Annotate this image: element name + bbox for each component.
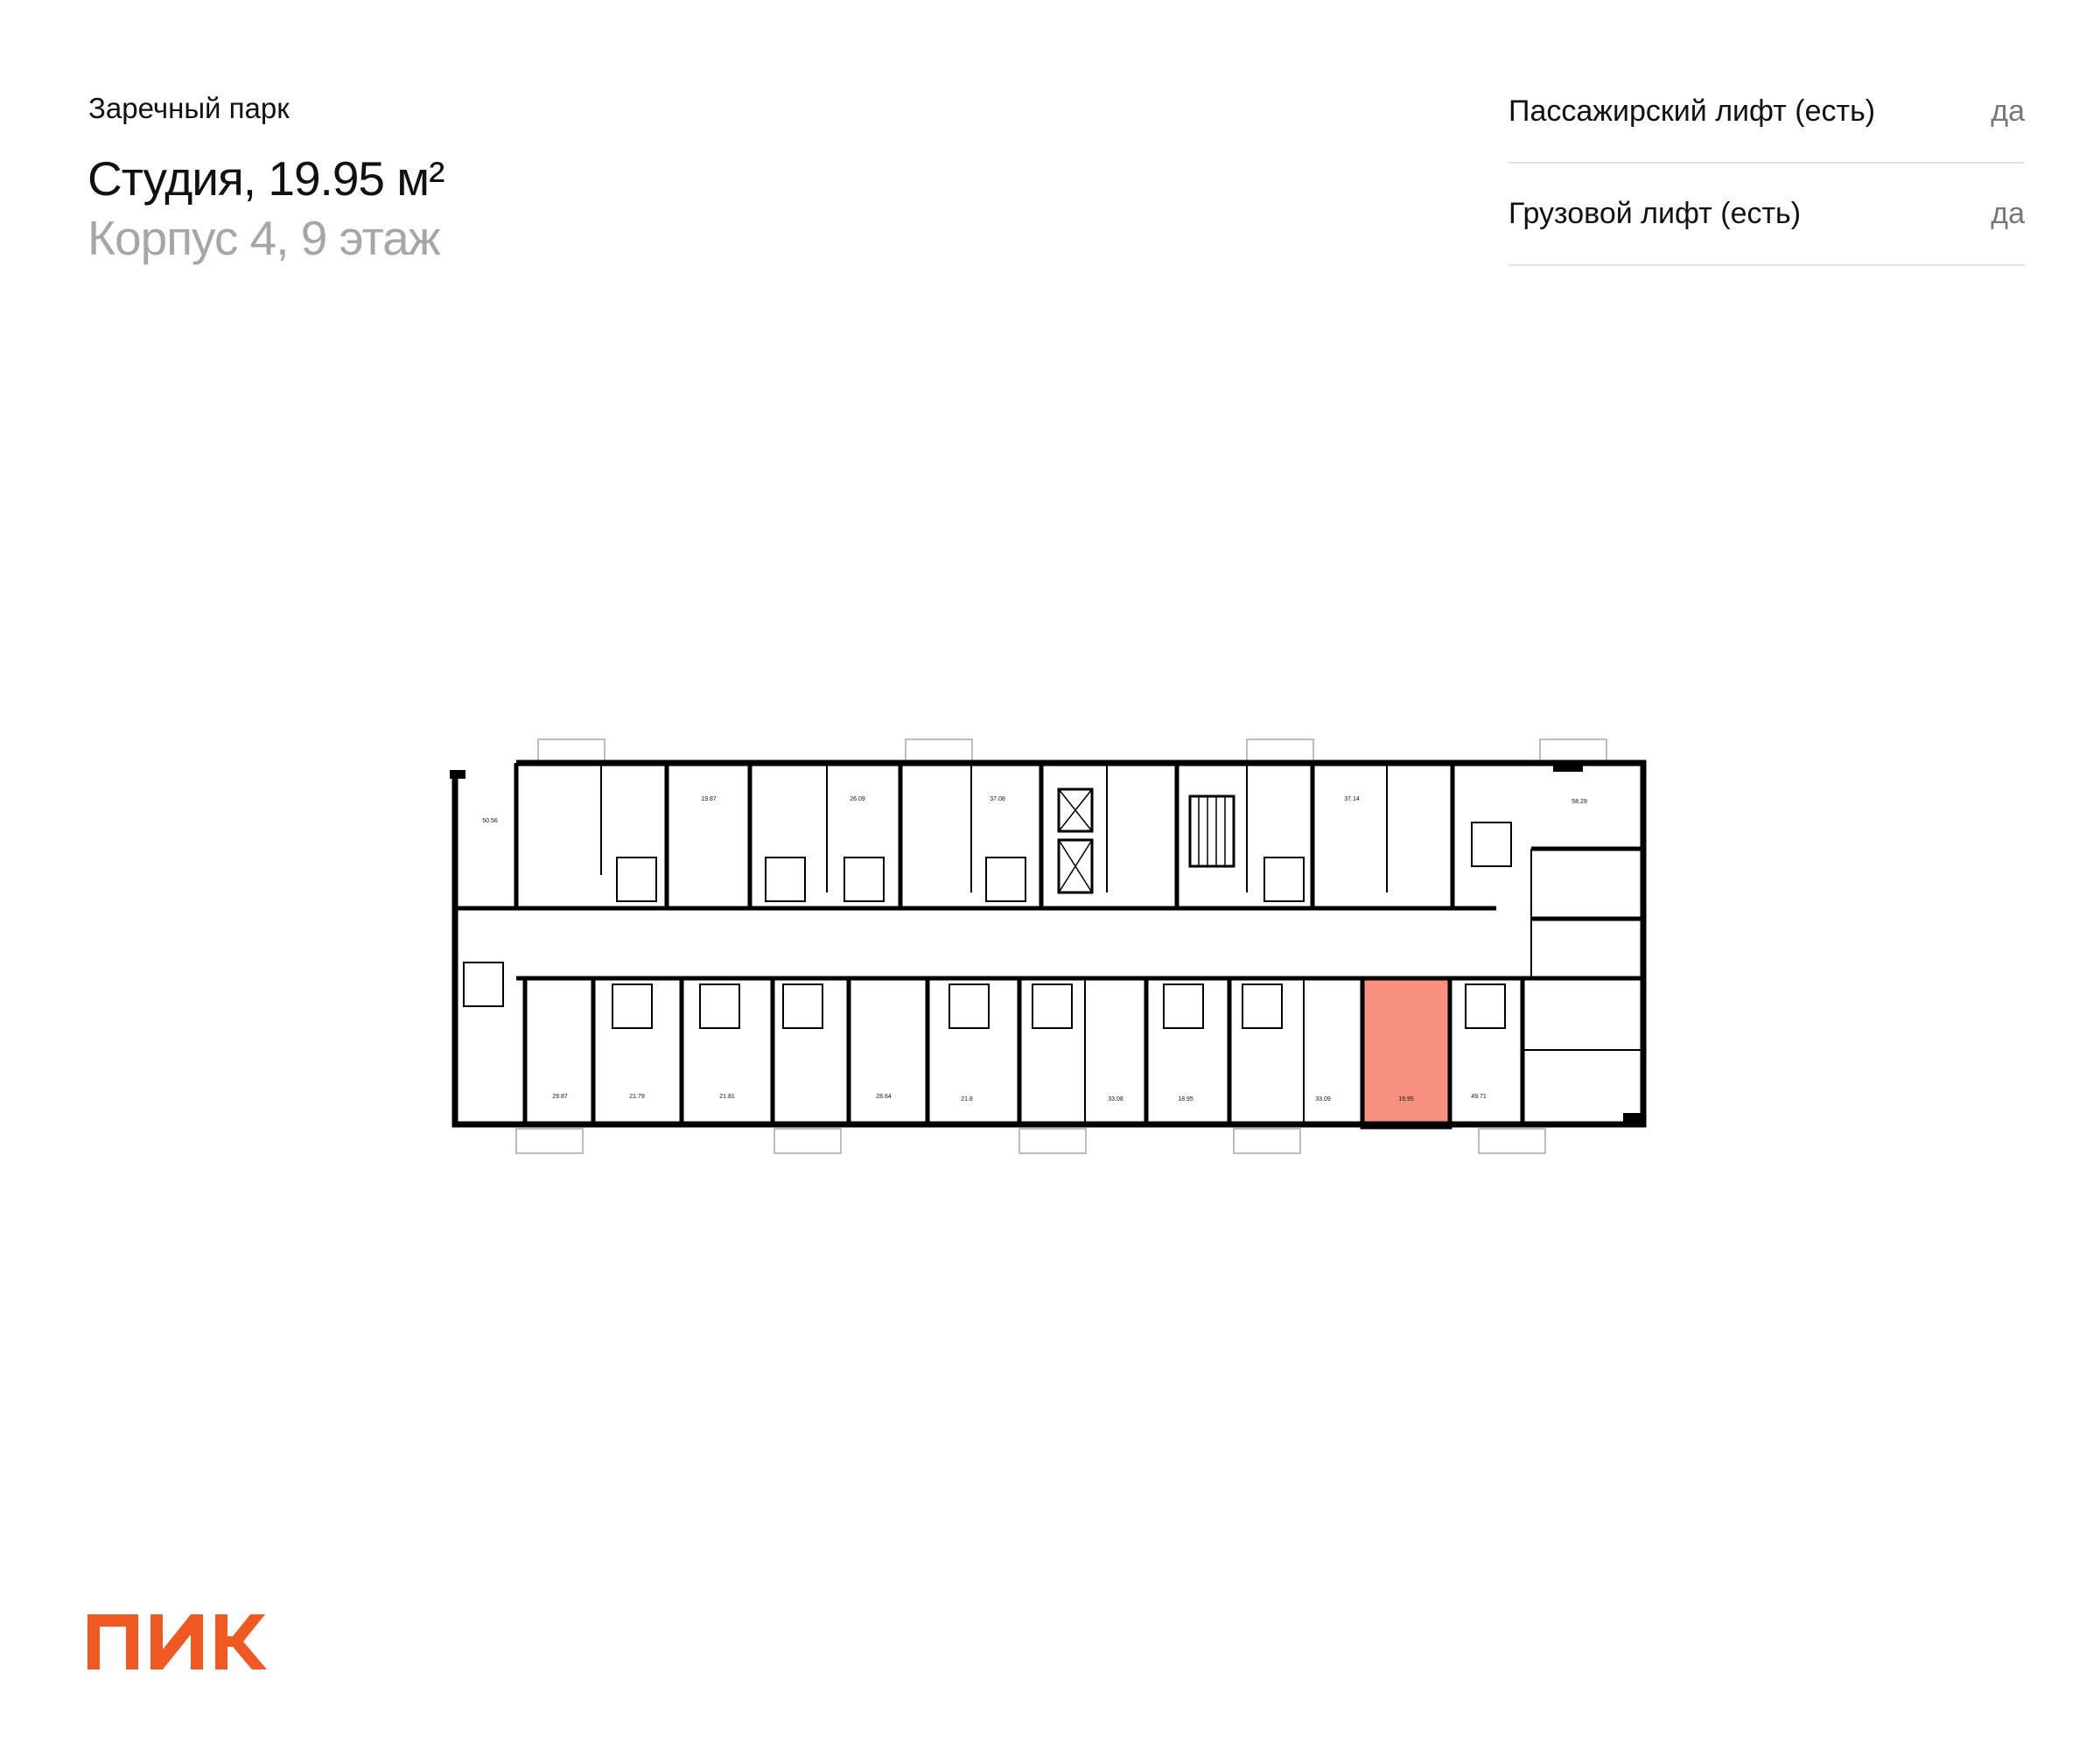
- area-label: 37.14: [1344, 796, 1360, 802]
- feature-row-passenger-lift: Пассажирский лифт (есть) да: [1508, 61, 2025, 164]
- apartment-subtitle: Корпус 4, 9 этаж: [88, 211, 440, 265]
- area-label: 29.87: [552, 1094, 568, 1100]
- pik-logo: [88, 1614, 267, 1670]
- area-label: 37.08: [990, 796, 1005, 802]
- area-label: 49.71: [1471, 1094, 1487, 1100]
- area-label: 58.29: [1572, 799, 1587, 805]
- apartment-title: Студия, 19.95 м²: [88, 151, 444, 206]
- area-label: 33.08: [1108, 1096, 1124, 1102]
- area-label: 21.81: [719, 1094, 735, 1100]
- feature-value: да: [1991, 94, 2025, 128]
- selected-apartment[interactable]: [1362, 978, 1450, 1127]
- area-label: 18.95: [1178, 1096, 1194, 1102]
- area-label: 19.95: [1398, 1096, 1414, 1102]
- floor-plan: 50.56 19.87 26.09 37.08 37.14 58.29 29.8…: [450, 738, 1647, 1154]
- area-label: 26.09: [850, 796, 865, 802]
- area-label: 21.8: [961, 1096, 973, 1102]
- feature-label: Грузовой лифт (есть): [1508, 197, 1802, 230]
- area-label: 50.56: [482, 818, 498, 824]
- area-label: 28.64: [876, 1094, 892, 1100]
- area-label: 19.87: [701, 796, 717, 802]
- feature-value: да: [1991, 197, 2025, 230]
- feature-label: Пассажирский лифт (есть): [1508, 94, 1876, 128]
- features-list: Пассажирский лифт (есть) да Грузовой лиф…: [1508, 61, 2025, 266]
- area-label: 33.09: [1315, 1096, 1331, 1102]
- complex-name: Заречный парк: [88, 92, 290, 124]
- feature-row-freight-lift: Грузовой лифт (есть) да: [1508, 164, 2025, 266]
- area-label: 21.79: [629, 1094, 645, 1100]
